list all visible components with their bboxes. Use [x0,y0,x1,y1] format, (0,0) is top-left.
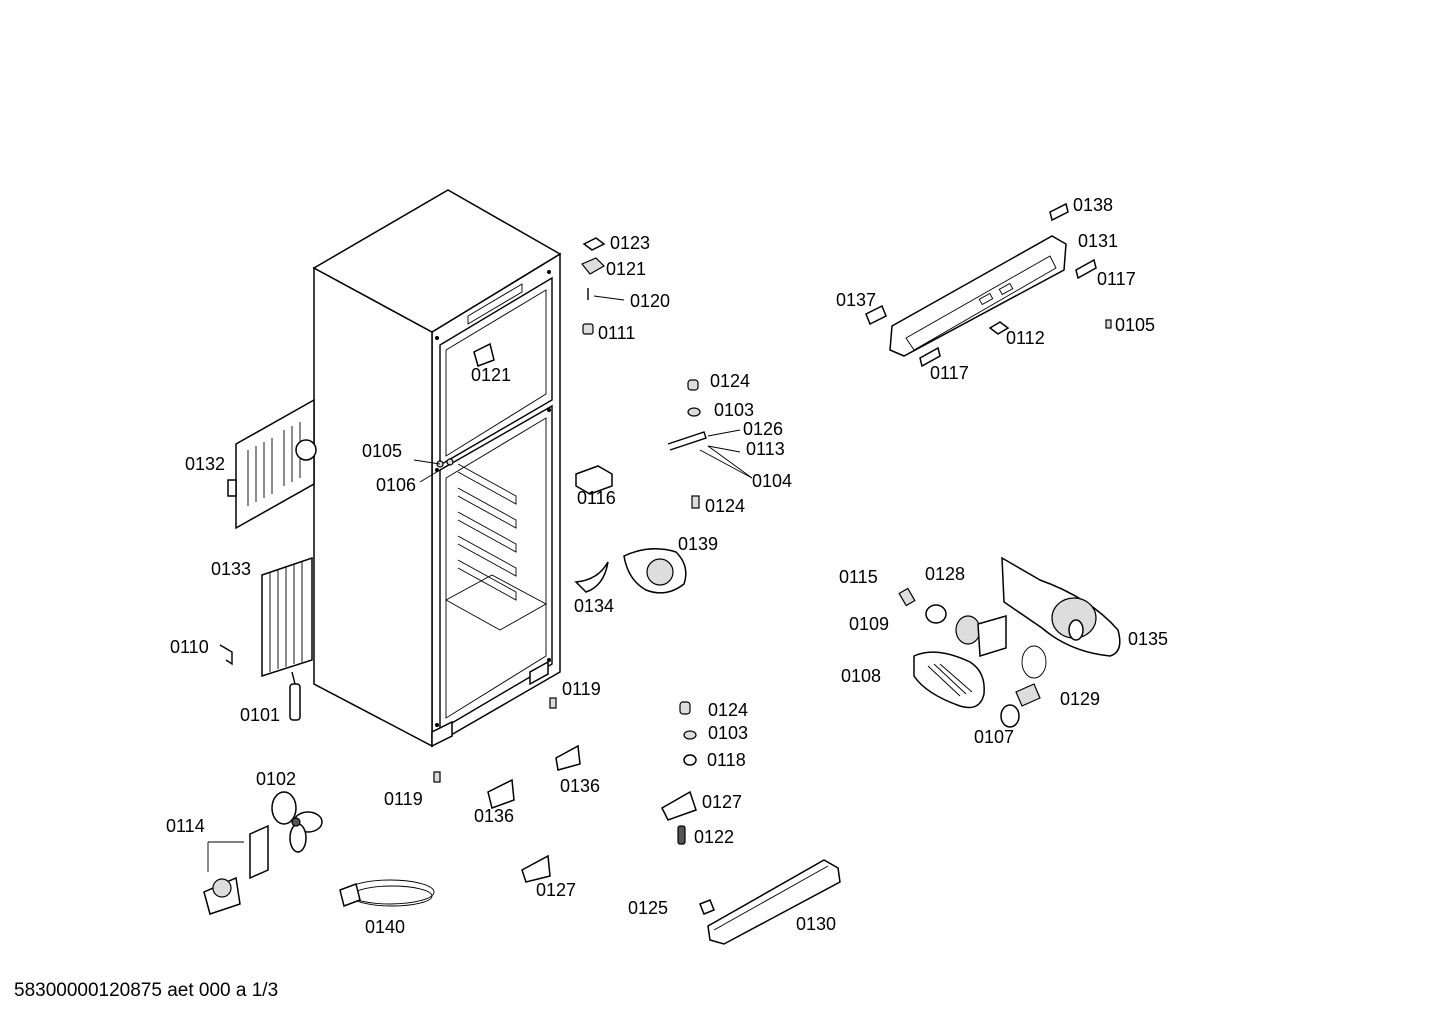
label-0126: 0126 [743,419,783,439]
kick-plate-0130-part [707,859,841,945]
label-0105-b: 0105 [1115,315,1155,335]
part-0138 [1049,202,1069,222]
label-0111: 0111 [598,323,635,343]
hinge-parts [473,237,625,367]
label-0115: 0115 [839,567,878,587]
label-0108: 0108 [841,666,881,686]
fan-motor-part [203,824,269,915]
label-0124: 0124 [710,371,750,391]
label-0136: 0136 [560,776,600,796]
dryer-part [289,671,301,721]
label-0137: 0137 [836,290,876,310]
bracket-0136-part [487,778,515,809]
duct-0134-part [574,561,609,593]
condenser-part [261,556,313,678]
hardware-parts-lower [661,701,697,845]
label-0119-b: 0119 [384,789,423,809]
lamp-0107-part [1000,704,1020,728]
part-0117a [1075,258,1097,280]
label-0106: 0106 [376,475,416,495]
label-0102: 0102 [256,769,296,789]
label-0122: 0122 [694,827,734,847]
label-0118: 0118 [707,750,746,770]
label-0132: 0132 [185,454,225,474]
label-0124-b: 0124 [705,496,745,516]
part-0117b [919,346,941,368]
light-housing-0135-part [1001,556,1121,657]
part-0137 [865,304,887,326]
screw-0105b-part [1105,319,1112,329]
label-0117: 0117 [1097,269,1136,289]
back-cover-part [227,398,317,530]
label-0114: 0114 [166,816,205,836]
bracket-0110-part [219,644,233,666]
label-0130: 0130 [796,914,836,934]
label-0133: 0133 [211,559,251,579]
label-0140: 0140 [365,917,405,937]
label-0129: 0129 [1060,689,1100,709]
label-0135: 0135 [1128,629,1168,649]
lamp-cover-0108-part [913,651,985,709]
clip-0125-part [699,899,715,915]
thermostat-parts [898,587,1007,657]
label-0119: 0119 [562,679,601,699]
label-0120: 0120 [630,291,670,311]
label-0116: 0116 [577,488,616,508]
label-0136-b: 0136 [474,806,514,826]
label-0131: 0131 [1078,231,1118,251]
screw-0119-part [433,697,557,783]
label-0138: 0138 [1073,195,1113,215]
fan-housing-0139-part [623,548,687,594]
control-panel-0131-part [889,235,1067,357]
label-0103-b: 0103 [708,723,748,743]
module-0116-part [575,465,613,495]
small-parts-0105-0106 [413,458,454,483]
label-0121-cabinet: 0121 [471,365,511,385]
label-0104: 0104 [752,471,792,491]
label-0101: 0101 [240,705,280,725]
fan-blade-part [271,791,323,853]
label-0110: 0110 [170,637,209,657]
label-0139: 0139 [678,534,718,554]
label-0127: 0127 [702,792,742,812]
label-0127-b: 0127 [536,880,576,900]
label-0125: 0125 [628,898,668,918]
bracket-0136b-part [555,744,581,771]
cabinet-drawing [312,189,562,748]
label-0105: 0105 [362,441,402,461]
label-0107: 0107 [974,727,1014,747]
label-0134: 0134 [574,596,614,616]
label-0124-c: 0124 [708,700,748,720]
label-0103: 0103 [714,400,754,420]
door-stop-parts [667,379,753,509]
label-0117-b: 0117 [930,363,969,383]
part-number-labels: 0123 0121 0120 0111 0121 0124 0103 0126 … [166,195,1168,937]
label-0113: 0113 [746,439,785,459]
document-id: 58300000120875 aet 000 a 1/3 [14,980,279,1001]
label-0112: 0112 [1006,328,1045,348]
label-0121: 0121 [606,259,646,279]
label-0123: 0123 [610,233,650,253]
sensor-0129-part [1015,645,1047,707]
bracket-0127-part [521,854,551,883]
power-cord-part [339,879,435,907]
label-0109: 0109 [849,614,889,634]
label-0128: 0128 [925,564,965,584]
part-0112 [988,321,1010,335]
